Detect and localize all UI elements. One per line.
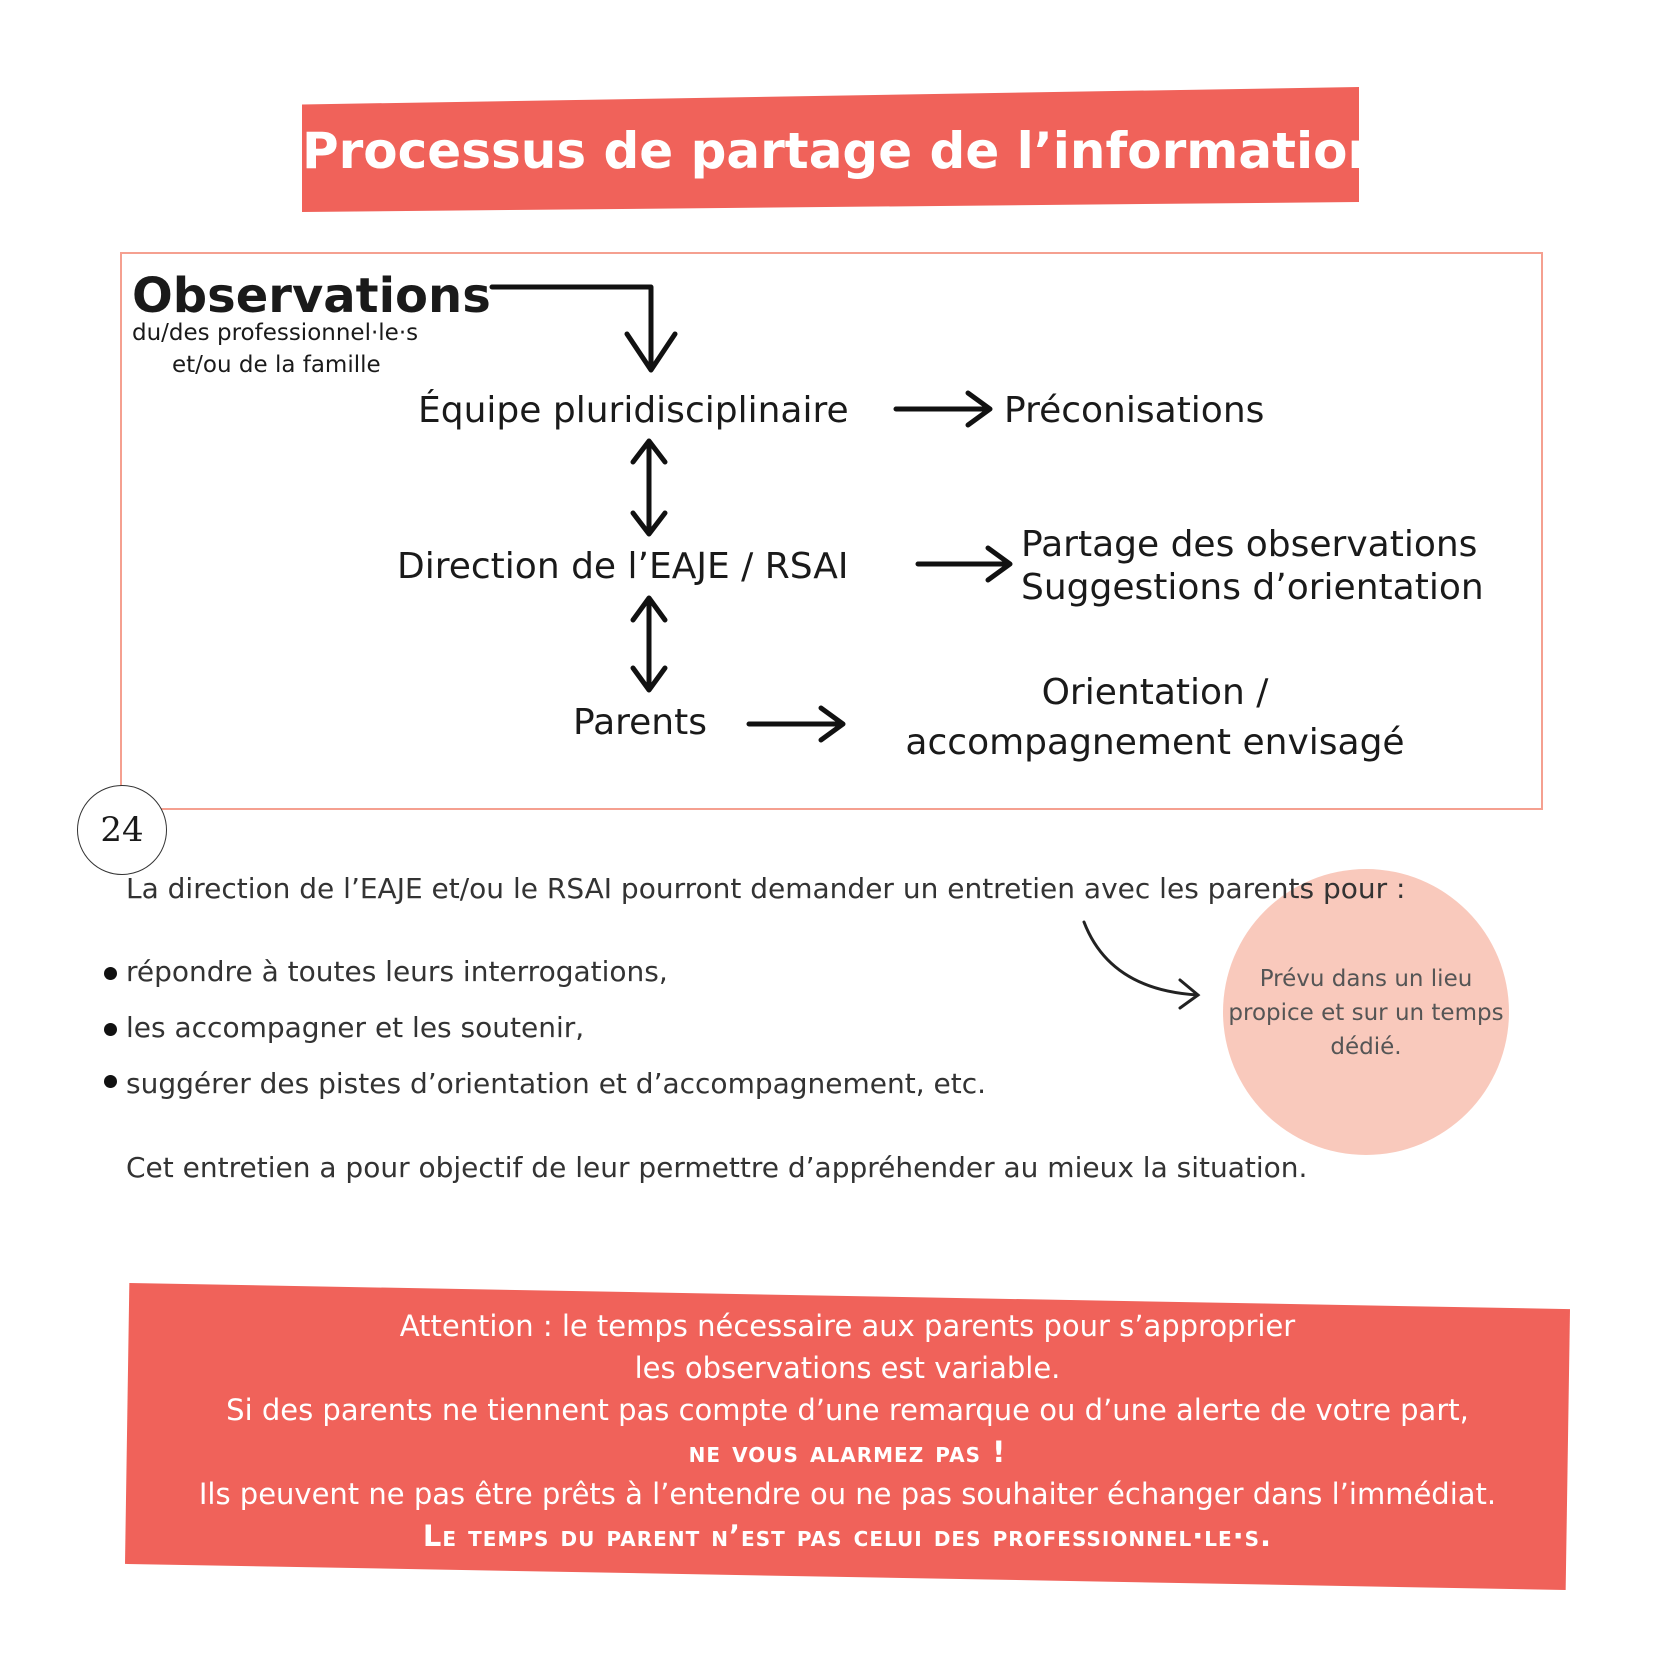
- right-arrow-icon: [746, 705, 846, 743]
- bullet-item: répondre à toutes leurs interrogations,: [126, 955, 668, 988]
- bullet-icon: [104, 1023, 117, 1036]
- alert-line: les observations est variable.: [634, 1351, 1061, 1385]
- conclusion-text: Cet entretien a pour objectif de leur pe…: [126, 1151, 1308, 1184]
- node-orientation-2: accompagnement envisagé: [905, 722, 1405, 763]
- diagram-frame: [120, 252, 1543, 810]
- node-orientation-1: Orientation /: [1041, 672, 1269, 713]
- node-direction: Direction de l’EAJE / RSAI: [397, 546, 849, 587]
- title-banner: [302, 87, 1359, 212]
- note-text: Prévu dans un lieu propice et sur un tem…: [1228, 966, 1504, 1060]
- page-title: Processus de partage de l’information: [302, 122, 1384, 180]
- alert-line: Ils peuvent ne pas être prêts à l’entend…: [198, 1477, 1497, 1511]
- alert-line: Si des parents ne tiennent pas compte d’…: [226, 1393, 1469, 1427]
- node-equipe: Équipe pluridisciplinaire: [418, 390, 849, 431]
- double-arrow-icon: [630, 595, 668, 693]
- alert-line: Attention : le temps nécessaire aux pare…: [399, 1309, 1296, 1343]
- page-number: 24: [77, 785, 167, 875]
- observations-sub1: du/des professionnel·le·s: [132, 320, 419, 346]
- node-parents: Parents: [573, 702, 707, 743]
- node-partage: Partage des observations: [1021, 524, 1478, 565]
- elbow-arrow-icon: [489, 284, 678, 373]
- double-arrow-icon: [630, 438, 668, 537]
- right-arrow-icon: [893, 390, 993, 428]
- bullet-icon: [104, 1075, 117, 1088]
- alert-emphasis: ne vous alarmez pas !: [688, 1435, 1007, 1469]
- intro-text: La direction de l’EAJE et/ou le RSAI pou…: [126, 872, 1406, 905]
- bullet-item: les accompagner et les soutenir,: [126, 1011, 585, 1044]
- observations-sub2: et/ou de la famille: [172, 352, 381, 378]
- node-observations: Observations: [132, 268, 491, 324]
- right-arrow-icon: [915, 545, 1013, 583]
- alert-box: [125, 1283, 1570, 1590]
- node-preconisations: Préconisations: [1004, 390, 1265, 431]
- note-circle: [1223, 869, 1509, 1155]
- bullet-item: suggérer des pistes d’orientation et d’a…: [126, 1067, 987, 1100]
- bullet-icon: [104, 967, 117, 980]
- alert-emphasis: Le temps du parent n’est pas celui des p…: [422, 1519, 1273, 1553]
- curved-arrow-icon: [1082, 920, 1201, 1010]
- alert-text: Attention : le temps nécessaire aux pare…: [125, 1305, 1570, 1557]
- node-suggestions: Suggestions d’orientation: [1021, 567, 1484, 608]
